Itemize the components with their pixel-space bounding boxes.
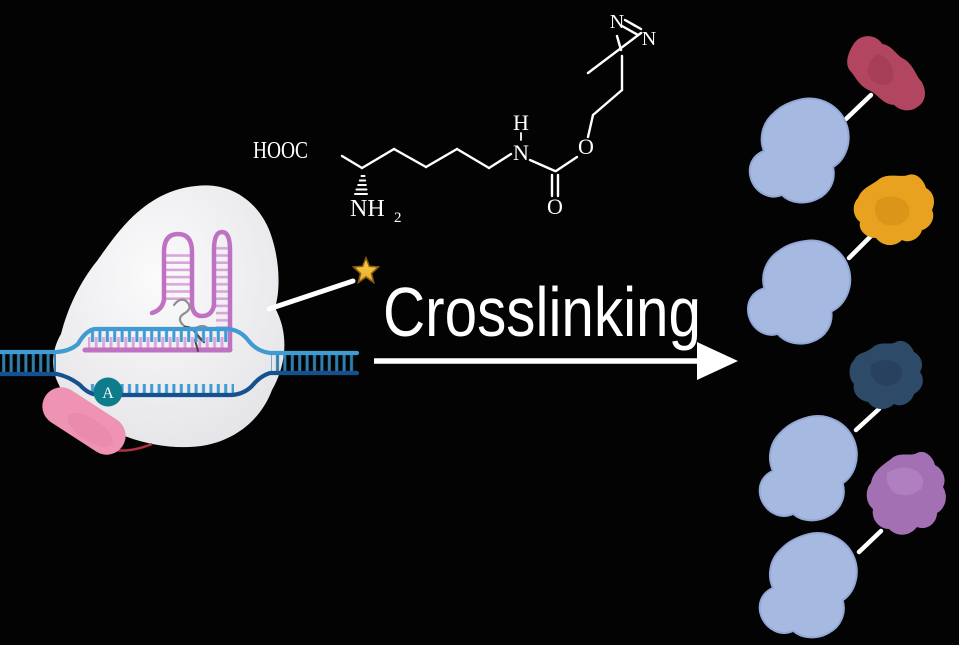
bond	[455, 147, 491, 170]
crosslinker-star-icon	[351, 255, 381, 285]
crosslinked-pair-2	[743, 174, 934, 350]
hairpin2-rungs	[216, 245, 229, 328]
crosslinked-pair-3	[754, 340, 923, 525]
diazirine-n-right-label: N	[642, 28, 656, 50]
nh-subscript: 2	[394, 210, 402, 226]
diazirine-n-n-double-1	[623, 18, 643, 31]
translating-complex: A	[0, 185, 360, 455]
prey-protein-navy	[849, 340, 923, 410]
rna-hairpin-loop-join	[189, 302, 217, 319]
hairpin1-rungs	[166, 250, 190, 302]
dna-top-teeth	[90, 330, 230, 342]
accessory-protein-pink	[42, 387, 126, 455]
crosslink-bond-line	[846, 232, 875, 261]
bond	[487, 152, 513, 170]
dna-top-strand	[0, 326, 360, 356]
dna-ladder-right-rungs	[271, 354, 356, 373]
prey-purple-mottle	[886, 467, 924, 496]
dna-duplex	[0, 326, 360, 398]
crosslink-bond-line	[856, 528, 884, 555]
pink-protein-shade	[67, 412, 113, 447]
atom-labels: HOOC NH 2 H N O O N N	[253, 11, 656, 226]
diazirine-n-left-label: N	[610, 11, 624, 33]
bond	[528, 158, 557, 173]
reaction: Crosslinking	[374, 273, 738, 380]
prey-orange-mottle	[875, 196, 910, 226]
a-site-label: A	[102, 385, 114, 402]
squiggle-light	[172, 298, 211, 332]
pink-protein-body	[42, 387, 126, 455]
nh-label: NH	[350, 196, 385, 222]
stereo-hash-bond	[354, 175, 368, 195]
crosslinked-pair-1	[748, 36, 925, 204]
crosslink-bond-line	[853, 406, 882, 433]
prey-protein-orange	[853, 174, 934, 246]
dna-ladder-left-rungs	[1, 353, 56, 373]
rna-duplex-teeth	[88, 337, 228, 348]
carbonyl-o-label: O	[547, 194, 563, 219]
bond	[340, 154, 364, 170]
ester-o-label: O	[578, 134, 594, 159]
guide-rna	[82, 229, 233, 353]
amide-n-label: N	[513, 140, 529, 165]
probe-annotation	[266, 255, 381, 312]
dna-bottom-teeth	[88, 384, 234, 395]
chemical-structure: HOOC NH 2 H N O O N N	[253, 11, 656, 226]
hooc-label: HOOC	[253, 138, 308, 164]
rna-hairpin-1	[149, 231, 195, 316]
amide-h-label: H	[513, 110, 529, 135]
prey-red-mottle	[867, 53, 894, 85]
bond	[591, 88, 624, 117]
prey-protein-purple	[866, 451, 946, 535]
prey-navy-mottle	[870, 360, 902, 386]
rna-hairpin-2	[211, 229, 233, 352]
bond	[392, 147, 428, 169]
crosslinked-products	[743, 36, 946, 642]
bond	[554, 155, 579, 173]
pointer-line	[266, 278, 356, 312]
bond	[586, 113, 595, 139]
crosslinked-pair-4	[754, 451, 946, 642]
reaction-arrow-head	[697, 342, 738, 380]
bond	[424, 147, 459, 169]
crosslinking-label: Crosslinking	[383, 273, 701, 351]
bond	[360, 147, 396, 170]
crosslink-bond-line	[843, 92, 874, 122]
methyl-bond	[586, 31, 643, 75]
dna-bottom-strand	[0, 370, 360, 398]
a-site-badge	[93, 377, 123, 407]
prey-protein-red	[847, 36, 925, 111]
bond-skeleton	[340, 18, 643, 198]
diazirine-n-n-double-2	[620, 24, 640, 37]
